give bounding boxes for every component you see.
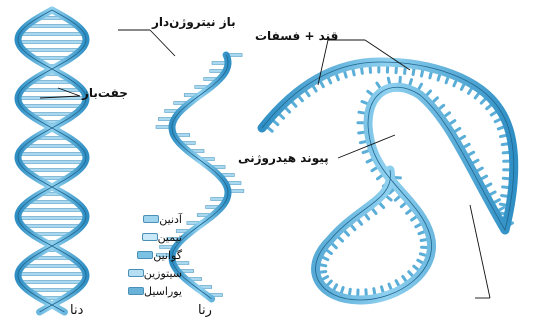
legend-item-uracil: یوراسیل bbox=[124, 284, 182, 298]
base-pair-rung bbox=[24, 145, 80, 148]
legend-label-guanine: گوانین bbox=[153, 249, 182, 262]
base-pair-label: جفت‌باز bbox=[82, 87, 128, 99]
base-pair-rung bbox=[18, 273, 86, 276]
base-pair-rung bbox=[19, 153, 86, 156]
legend-swatch-cytosine bbox=[128, 269, 144, 277]
legend-item-guanine: گوانین bbox=[133, 248, 182, 262]
base-pair-rung bbox=[20, 281, 84, 284]
rna-label: رنا bbox=[198, 304, 212, 317]
base-pair-rung bbox=[22, 265, 82, 268]
base-pair-rung bbox=[23, 49, 81, 52]
base-pair-rung bbox=[20, 209, 84, 212]
base-pair-rung bbox=[25, 169, 79, 172]
rna-single-strand bbox=[156, 54, 244, 300]
dna-double-helix bbox=[18, 10, 86, 312]
base-pair-rung bbox=[19, 161, 85, 164]
base-pair-rung bbox=[19, 33, 84, 36]
base-pair-rung bbox=[22, 225, 82, 228]
sugar-phosphate-label: قند + فسفات bbox=[255, 30, 338, 42]
legend-label-thymine: تیمین bbox=[158, 231, 182, 244]
folded-rna-structure bbox=[262, 62, 514, 300]
nitrogen-base-label: باز نیتروژن‌دار bbox=[152, 16, 236, 28]
base-pair-rung bbox=[21, 89, 82, 92]
legend-label-adenine: آدنین bbox=[159, 213, 182, 226]
legend-item-thymine: تیمین bbox=[138, 230, 182, 244]
legend-item-adenine: آدنین bbox=[139, 212, 182, 226]
legend-swatch-thymine bbox=[142, 233, 158, 241]
legend-item-cytosine: سیتوزین bbox=[124, 266, 182, 280]
dna-label: دنا bbox=[70, 304, 83, 317]
base-pair-rung bbox=[21, 105, 84, 108]
hydrogen-bond-label: پیوند هیدروژنی bbox=[238, 152, 329, 164]
base-pair-rung bbox=[18, 217, 86, 220]
legend-label-cytosine: سیتوزین bbox=[144, 267, 182, 280]
legend-swatch-uracil bbox=[128, 287, 144, 295]
legend-swatch-guanine bbox=[137, 251, 153, 259]
legend-label-uracil: یوراسیل bbox=[144, 285, 182, 298]
base-pair-rung bbox=[26, 25, 77, 28]
base-pair-rung bbox=[18, 41, 85, 44]
legend-swatch-adenine bbox=[143, 215, 159, 223]
